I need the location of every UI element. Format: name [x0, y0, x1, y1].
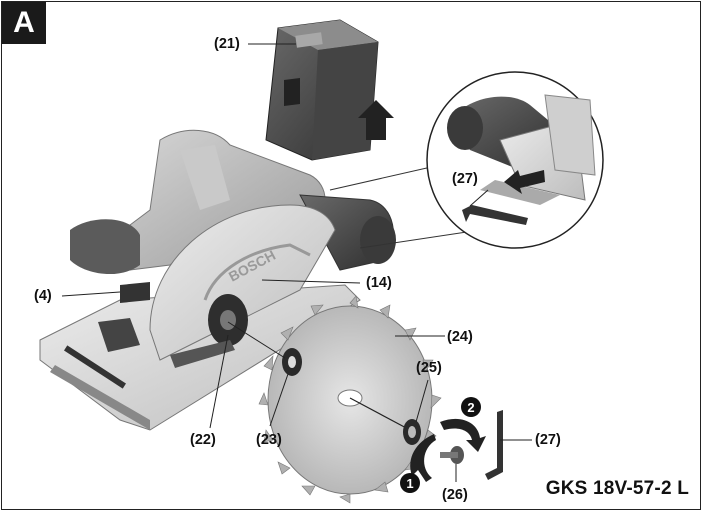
- figure-letter: A: [2, 2, 46, 44]
- callout-26: (26): [442, 487, 468, 503]
- rotate-arrow-step2: [440, 418, 486, 452]
- rotate-arrow-step1: [410, 434, 436, 482]
- model-name: GKS 18V-57-2 L: [545, 478, 689, 499]
- callout-27-inset: (27): [452, 171, 478, 187]
- hex-key: [485, 410, 503, 480]
- callout-25: (25): [416, 360, 442, 376]
- flange-25: [403, 419, 421, 445]
- screw-26: [440, 446, 464, 464]
- up-arrow: [358, 100, 394, 140]
- callout-4: (4): [34, 288, 52, 304]
- callout-14: (14): [366, 275, 392, 291]
- callout-21: (21): [214, 36, 240, 52]
- step-2-marker: 2: [461, 397, 481, 417]
- leader-lines: [61, 43, 532, 482]
- saw-body: BOSCH: [39, 129, 396, 431]
- battery-pack: [265, 19, 379, 161]
- step-2-number: 2: [467, 400, 474, 415]
- step-1-number: 1: [406, 476, 413, 491]
- detail-inset: [329, 71, 604, 249]
- washer-23: [282, 348, 302, 376]
- saw-blade: [258, 295, 442, 504]
- callout-27: (27): [535, 432, 561, 448]
- callout-24: (24): [447, 329, 473, 345]
- pull-arrow: [504, 170, 545, 194]
- callout-23: (23): [256, 432, 282, 448]
- step-1-marker: 1: [400, 473, 420, 493]
- callout-22: (22): [190, 432, 216, 448]
